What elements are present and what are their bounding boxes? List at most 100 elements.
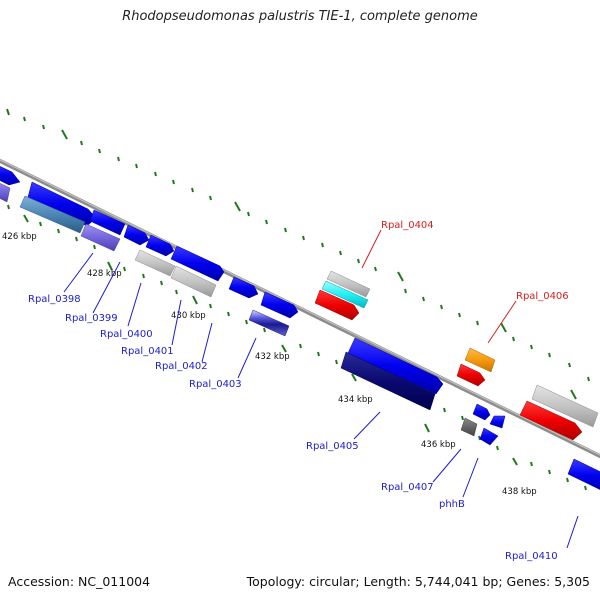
highlight-gene-labels: Rpal_0404 Rpal_0406 (381, 220, 569, 302)
tick-mark (568, 362, 571, 368)
tick-mark (496, 445, 499, 451)
gene-arrow-rpal-0398-steel[interactable] (19, 195, 86, 234)
gene-label-rpal-0404[interactable]: Rpal_0404 (381, 220, 434, 231)
tick-mark (192, 295, 198, 305)
tick-mark (302, 235, 305, 241)
tick-mark (172, 179, 175, 185)
gene-arrow-rpal-0402[interactable] (170, 245, 225, 282)
tick-mark (584, 485, 587, 491)
tick-mark (284, 227, 287, 233)
tick-mark (80, 140, 83, 146)
tick-mark (160, 280, 163, 286)
gene-label-phhb[interactable]: phhB (439, 499, 465, 510)
gene-arrow-rpal-0404-cyan[interactable] (321, 280, 369, 309)
gene-arrow-rpal-0406-orange[interactable] (464, 347, 496, 373)
genome-title: Rhodopseudomonas palustris TIE-1, comple… (122, 9, 478, 24)
gene-arrow-phhb-a[interactable] (472, 403, 491, 421)
tick-mark (57, 228, 60, 234)
gene-label-rpal-0399[interactable]: Rpal_0399 (65, 313, 118, 324)
leader-line-rpal-0398 (63, 252, 94, 293)
gene-label-rpal-0402[interactable]: Rpal_0402 (155, 361, 208, 372)
tick-mark (265, 219, 268, 225)
tick-mark (175, 289, 178, 295)
tick-mark (530, 344, 533, 350)
tick-mark (234, 201, 241, 212)
tick-mark (548, 469, 551, 475)
leader-line-rpal-0404 (361, 229, 382, 269)
gene-label-rpal-0410[interactable]: Rpal_0410 (505, 551, 558, 562)
tick-mark (23, 214, 29, 223)
tick-mark (548, 352, 551, 358)
gene-arrow-rpal-0401[interactable] (145, 234, 175, 257)
tick-mark (281, 344, 287, 353)
tick-mark (357, 258, 360, 264)
gene-arrow-phhb-b[interactable] (489, 415, 506, 429)
gene-arrow-rpal-0403-blue-b[interactable] (260, 291, 299, 319)
tick-mark (299, 343, 302, 349)
gene-arrow-rpal-0400[interactable] (123, 224, 150, 246)
gene-label-rpal-0407[interactable]: Rpal_0407 (381, 482, 434, 493)
gene-labels: Rpal_0398 Rpal_0399 Rpal_0400 Rpal_0401 … (28, 294, 558, 562)
genome-summary-text: Topology: circular; Length: 5,744,041 bp… (246, 574, 590, 589)
tick-mark (93, 244, 96, 250)
tick-mark (191, 187, 194, 193)
tick-mark (142, 273, 145, 279)
tick-mark (424, 423, 430, 433)
genome-backbone (0, 158, 600, 459)
inner-tick-track (7, 204, 587, 491)
gene-arrow-rpal-0404[interactable] (314, 289, 360, 321)
gene-features-lower (0, 164, 600, 492)
leader-line-phhb (462, 457, 479, 498)
tick-mark (587, 376, 590, 382)
gene-arrow-rpal-0406[interactable] (456, 363, 486, 387)
gene-arrow-rpal-0404-gray[interactable] (326, 270, 371, 298)
kbp-label: 438 kbp (502, 487, 537, 497)
tick-mark (512, 336, 515, 342)
gene-arrow-rpal-0399[interactable] (89, 209, 126, 236)
gene-arrow-rpal-0410[interactable] (567, 458, 600, 492)
tick-mark (317, 351, 320, 357)
gene-arrow-rpal-0400-gray[interactable] (134, 249, 176, 277)
leader-line-rpal-0400 (127, 282, 142, 327)
leader-line-rpal-0407 (432, 448, 462, 483)
gene-arrow-rpal-0405[interactable] (347, 337, 444, 395)
tick-mark (478, 435, 481, 441)
tick-mark (123, 266, 126, 272)
kbp-label: 426 kbp (2, 232, 37, 242)
tick-mark (422, 296, 425, 302)
gene-label-rpal-0398[interactable]: Rpal_0398 (28, 294, 81, 305)
gene-label-rpal-0403[interactable]: Rpal_0403 (189, 379, 242, 390)
tick-mark (397, 271, 404, 282)
gene-arrow-rpal-0398[interactable] (27, 181, 97, 227)
gene-arrow-rpal-0399-violet[interactable] (80, 223, 121, 252)
tick-mark (61, 129, 68, 140)
kbp-label: 428 kbp (87, 269, 122, 279)
leader-line-rpal-0410 (566, 515, 579, 549)
tick-mark (75, 236, 78, 242)
gene-arrow-rpal-0407[interactable] (460, 417, 478, 437)
tick-mark (42, 124, 45, 130)
gene-arrow-rpal-0401-gray[interactable] (170, 265, 217, 298)
gene-arrow-gray-right[interactable] (531, 384, 599, 428)
gene-arrow-phhb-c[interactable] (479, 427, 499, 446)
tick-mark (263, 327, 266, 333)
gene-arrow-edge-blue[interactable] (0, 164, 21, 186)
gene-arrow-rpal-0405-navy[interactable] (340, 351, 436, 411)
tick-mark (227, 311, 230, 317)
tick-mark (335, 359, 338, 365)
tick-mark (476, 320, 479, 326)
gene-label-rpal-0401[interactable]: Rpal_0401 (121, 346, 174, 357)
gene-label-rpal-0405[interactable]: Rpal_0405 (306, 441, 359, 452)
tick-mark (209, 195, 212, 201)
gene-label-rpal-0400[interactable]: Rpal_0400 (100, 329, 153, 340)
gene-features-upper (314, 270, 599, 441)
gene-label-rpal-0406[interactable]: Rpal_0406 (516, 291, 569, 302)
leader-line-rpal-0401 (171, 299, 182, 346)
gene-arrow-edge-violet[interactable] (0, 181, 11, 203)
gene-arrow-rpal-0403[interactable] (228, 276, 259, 299)
tick-mark (135, 163, 138, 169)
gene-arrow-rpal-0403-striped[interactable] (248, 309, 290, 337)
gene-arrow-red-right[interactable] (519, 400, 583, 441)
tick-mark (339, 250, 342, 256)
